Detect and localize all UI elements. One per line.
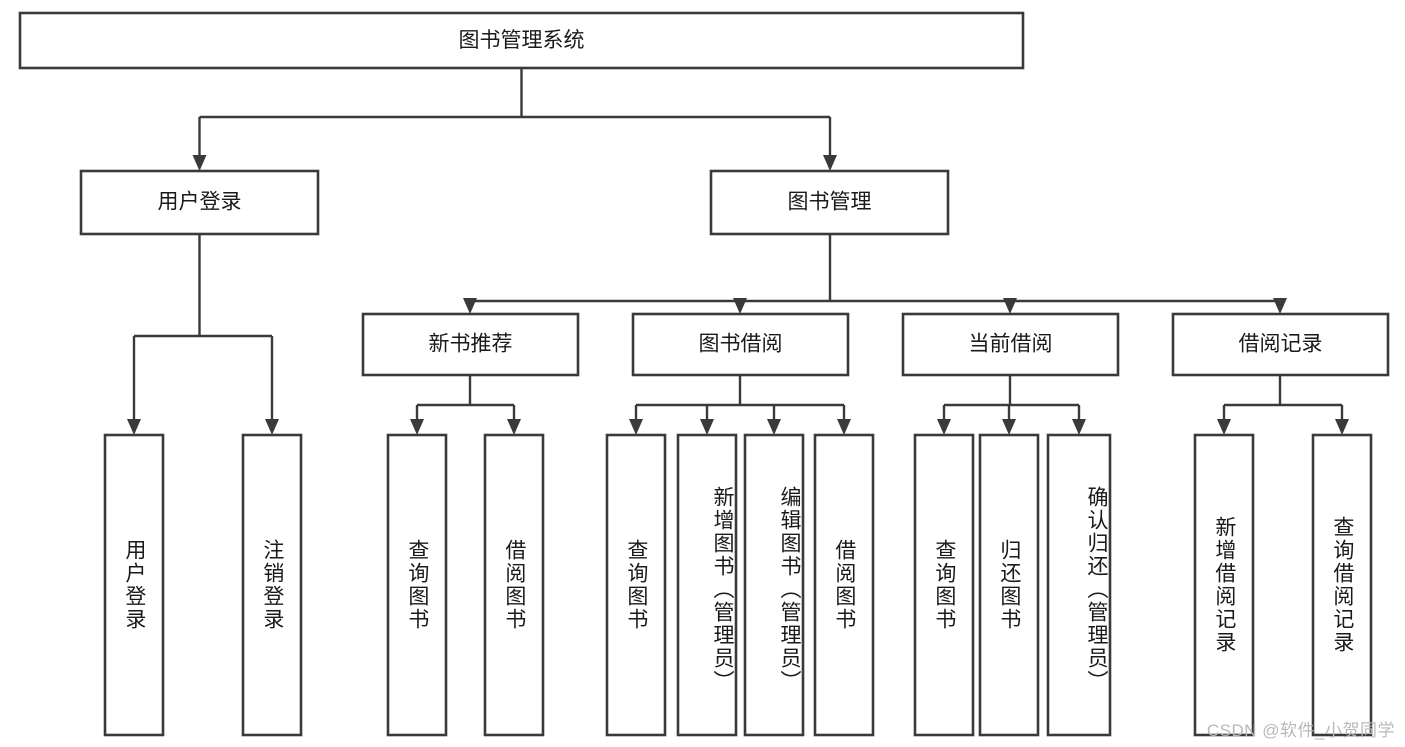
leaf-box-logout[interactable] bbox=[241, 433, 303, 737]
arrowhead-new-book-rec bbox=[463, 298, 477, 314]
leaf-box-borrow-book[interactable] bbox=[813, 433, 875, 737]
leaf-box-return-book[interactable] bbox=[978, 433, 1040, 737]
arrowhead-leaf-add-book bbox=[700, 419, 714, 435]
node-new-book-rec-label: 新书推荐 bbox=[429, 333, 513, 356]
leaf-box-confirm-return[interactable] bbox=[1046, 433, 1112, 737]
arrowhead-user-login bbox=[192, 155, 207, 171]
node-book-manage[interactable]: 图书管理 bbox=[709, 169, 950, 236]
node-current-borrow[interactable]: 当前借阅 bbox=[901, 312, 1120, 377]
arrowhead-leaf-query-record bbox=[1335, 419, 1349, 435]
node-book-manage-box[interactable] bbox=[709, 169, 950, 236]
node-user-login-label: 用户登录 bbox=[158, 191, 242, 214]
leaf-box-query-book-rec[interactable] bbox=[386, 433, 448, 737]
node-new-book-rec[interactable]: 新书推荐 bbox=[361, 312, 580, 377]
connector-group-book-manage bbox=[463, 234, 1287, 314]
connector-group-new-book-rec bbox=[410, 375, 521, 435]
arrowhead-leaf-confirm-return bbox=[1072, 419, 1086, 435]
arrowhead-leaf-borrow-book bbox=[837, 419, 851, 435]
node-book-borrow[interactable]: 图书借阅 bbox=[631, 312, 850, 377]
connector-group-root bbox=[192, 68, 837, 171]
leaf-box-add-record[interactable] bbox=[1193, 433, 1255, 737]
leaf-box-user-login[interactable] bbox=[103, 433, 165, 737]
leaf-box-query-book-cur[interactable] bbox=[913, 433, 975, 737]
node-current-borrow-label: 当前借阅 bbox=[969, 333, 1053, 356]
watermark-text: CSDN @软件_小贺同学 bbox=[1206, 721, 1395, 740]
leaf-box-edit-book[interactable] bbox=[743, 433, 805, 737]
arrowhead-leaf-edit-book bbox=[767, 419, 781, 435]
leaf-box-query-book-borrow[interactable] bbox=[605, 433, 667, 737]
connector-group-current-borrow bbox=[937, 375, 1086, 435]
connector-group-book-borrow bbox=[629, 375, 851, 435]
node-root-box[interactable] bbox=[18, 11, 1025, 70]
leaf-box-query-record[interactable] bbox=[1311, 433, 1373, 737]
node-new-book-rec-box[interactable] bbox=[361, 312, 580, 377]
node-borrow-record-box[interactable] bbox=[1171, 312, 1390, 377]
leaf-box-borrow-book-rec[interactable] bbox=[483, 433, 545, 737]
arrowhead-current-borrow bbox=[1003, 298, 1017, 314]
arrowhead-book-manage bbox=[823, 155, 837, 171]
node-root-label: 图书管理系统 bbox=[459, 29, 585, 52]
arrowhead-leaf-borrow-book-rec bbox=[507, 419, 521, 435]
connector-group-user-login bbox=[127, 234, 279, 435]
node-current-borrow-box[interactable] bbox=[901, 312, 1120, 377]
connector-group-borrow-record bbox=[1217, 375, 1349, 435]
node-borrow-record[interactable]: 借阅记录 bbox=[1171, 312, 1390, 377]
arrowhead-leaf-query-book-rec bbox=[410, 419, 424, 435]
leaf-box-group bbox=[103, 433, 1373, 737]
node-user-login[interactable]: 用户登录 bbox=[79, 169, 320, 236]
node-book-borrow-box[interactable] bbox=[631, 312, 850, 377]
arrowhead-leaf-query-book-cur bbox=[937, 419, 951, 435]
node-user-login-box[interactable] bbox=[79, 169, 320, 236]
node-root[interactable]: 图书管理系统 bbox=[18, 11, 1025, 70]
leaf-box-add-book[interactable] bbox=[676, 433, 738, 737]
arrowhead-leaf-logout bbox=[265, 419, 279, 435]
arrowhead-leaf-query-book-borrow bbox=[629, 419, 643, 435]
arrowhead-leaf-add-record bbox=[1217, 419, 1231, 435]
arrowhead-leaf-return-book bbox=[1002, 419, 1016, 435]
node-book-manage-label: 图书管理 bbox=[788, 191, 872, 214]
arrowhead-borrow-record bbox=[1273, 298, 1287, 314]
arrowhead-leaf-user-login bbox=[127, 419, 141, 435]
arrowhead-book-borrow bbox=[733, 298, 747, 314]
node-book-borrow-label: 图书借阅 bbox=[699, 333, 783, 356]
node-borrow-record-label: 借阅记录 bbox=[1239, 333, 1323, 356]
